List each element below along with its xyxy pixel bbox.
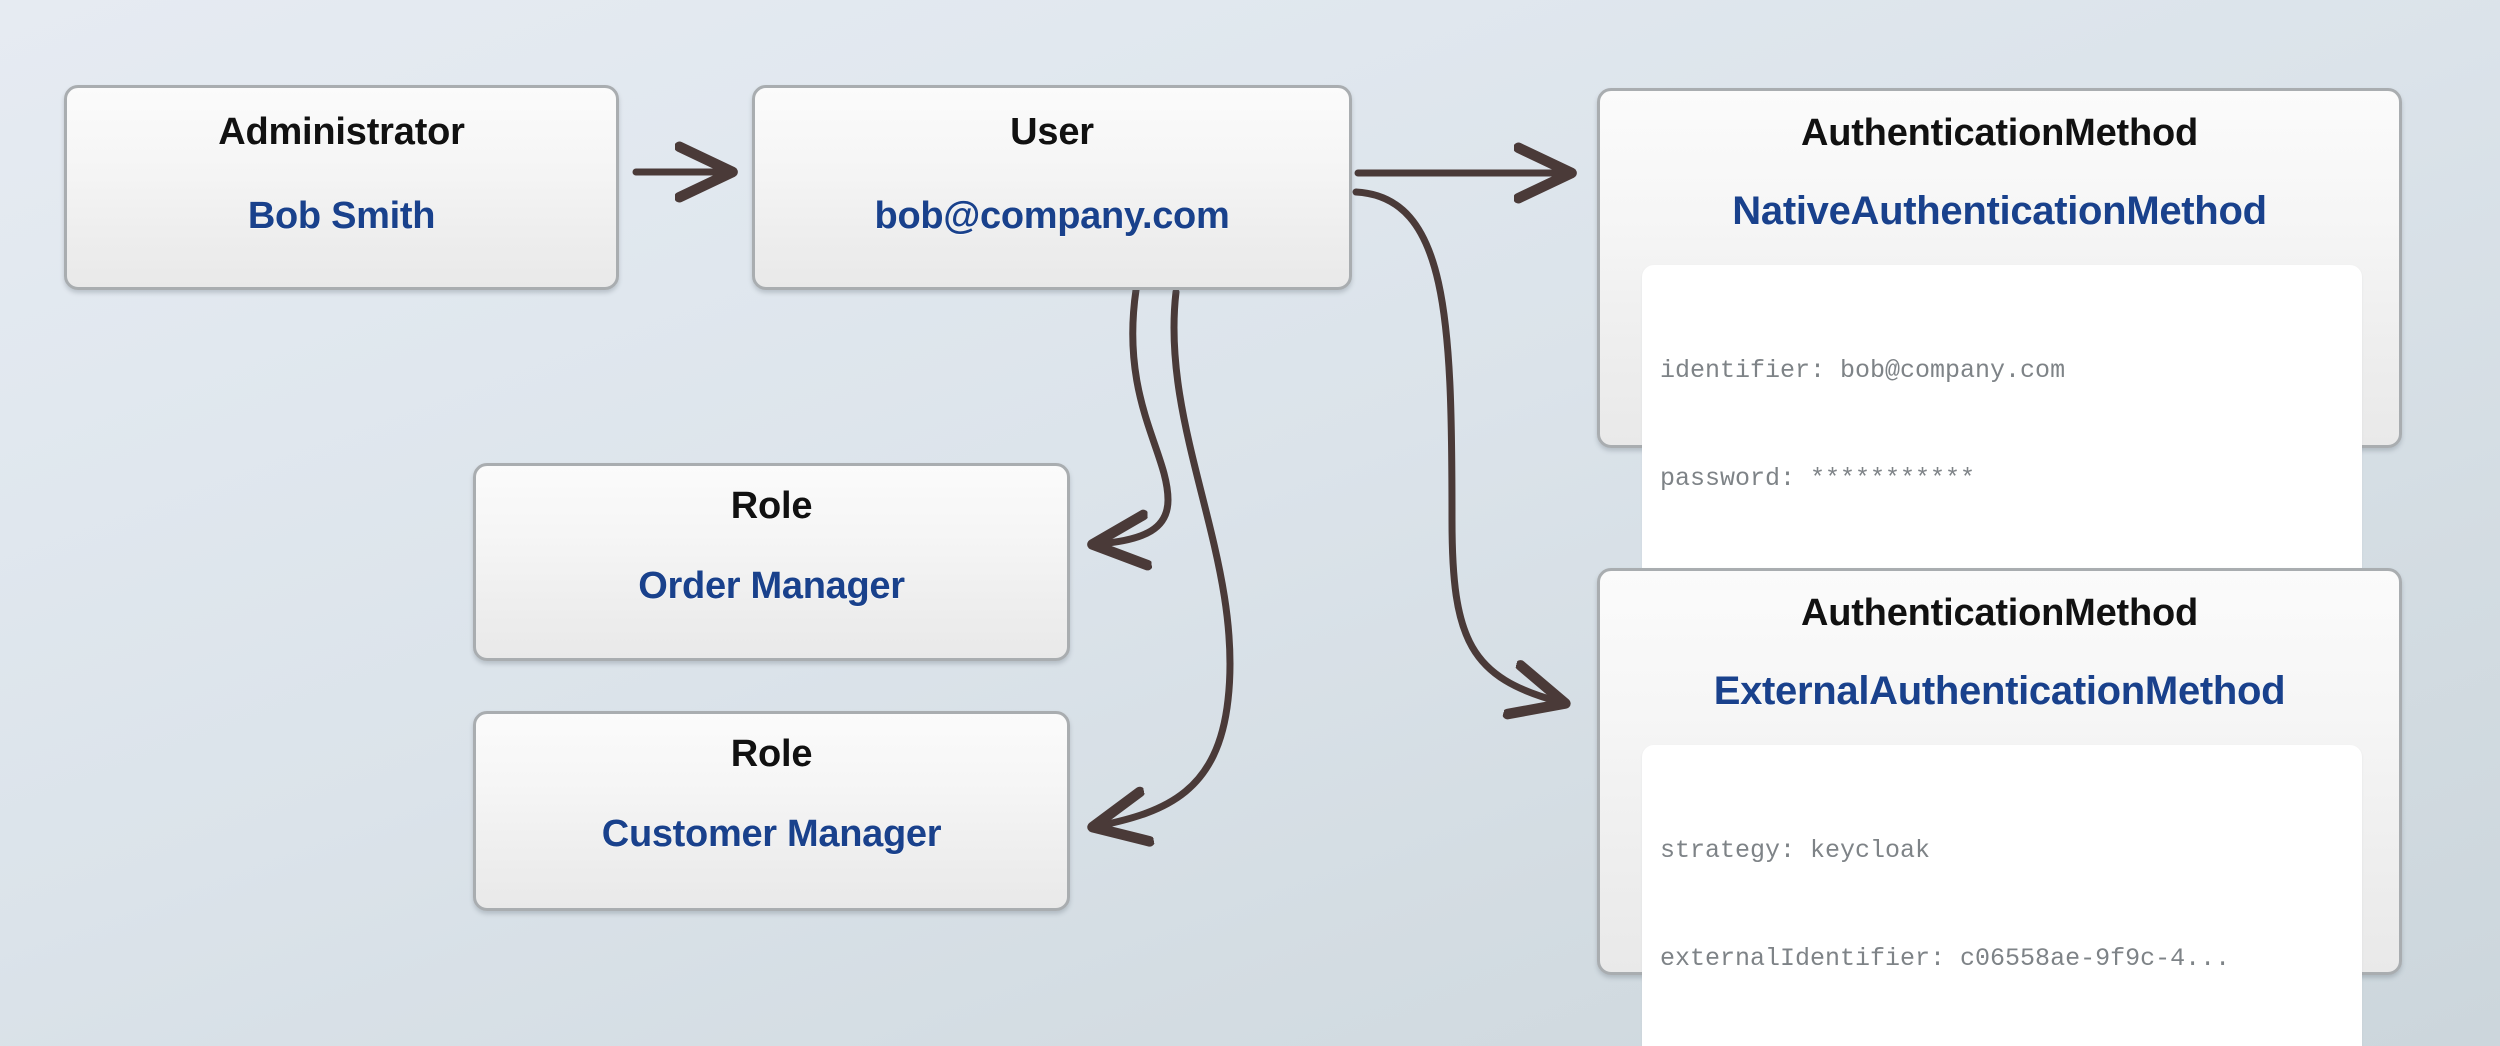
entity-title-label: NativeAuthenticationMethod xyxy=(1732,189,2267,233)
entity-title-label: Order Manager xyxy=(638,565,905,607)
entity-type-label: Role xyxy=(730,733,813,775)
entity-type-label: User xyxy=(1010,111,1094,153)
attribute-row: externalIdentifier: c06558ae-9f9c-4... xyxy=(1660,944,2231,973)
entity-type-label: AuthenticationMethod xyxy=(1800,592,2199,634)
entity-title-label: Bob Smith xyxy=(247,195,436,237)
entity-card-role-customer-manager[interactable]: Role Customer Manager xyxy=(473,711,1070,911)
entity-title-label: Customer Manager xyxy=(601,813,942,855)
attribute-panel: identifier: bob@company.com password: **… xyxy=(1642,265,2362,587)
attribute-row: strategy: keycloak xyxy=(1660,836,1931,865)
edge-user-to-role-order-manager xyxy=(1098,286,1172,544)
entity-card-external-authentication-method[interactable]: AuthenticationMethod ExternalAuthenticat… xyxy=(1597,568,2402,1046)
entity-title-label: bob@company.com xyxy=(874,195,1230,237)
edge-user-to-role-customer-manager xyxy=(1098,288,1234,826)
entity-card-administrator[interactable]: Administrator Bob Smith xyxy=(64,85,619,290)
entity-type-label: Role xyxy=(730,485,813,527)
attribute-panel: strategy: keycloak externalIdentifier: c… xyxy=(1642,745,2362,1046)
entity-card-user[interactable]: User bob@company.com xyxy=(752,85,1352,290)
entity-card-native-authentication-method[interactable]: AuthenticationMethod NativeAuthenticatio… xyxy=(1597,88,2402,587)
attribute-row: password: *********** xyxy=(1660,464,1976,493)
entity-card-role-order-manager[interactable]: Role Order Manager xyxy=(473,463,1070,661)
entity-type-label: AuthenticationMethod xyxy=(1800,112,2199,154)
attribute-row: identifier: bob@company.com xyxy=(1660,356,2066,385)
entity-type-label: Administrator xyxy=(218,111,465,153)
entity-title-label: ExternalAuthenticationMethod xyxy=(1713,669,2286,713)
edge-user-to-external-auth xyxy=(1352,188,1560,702)
